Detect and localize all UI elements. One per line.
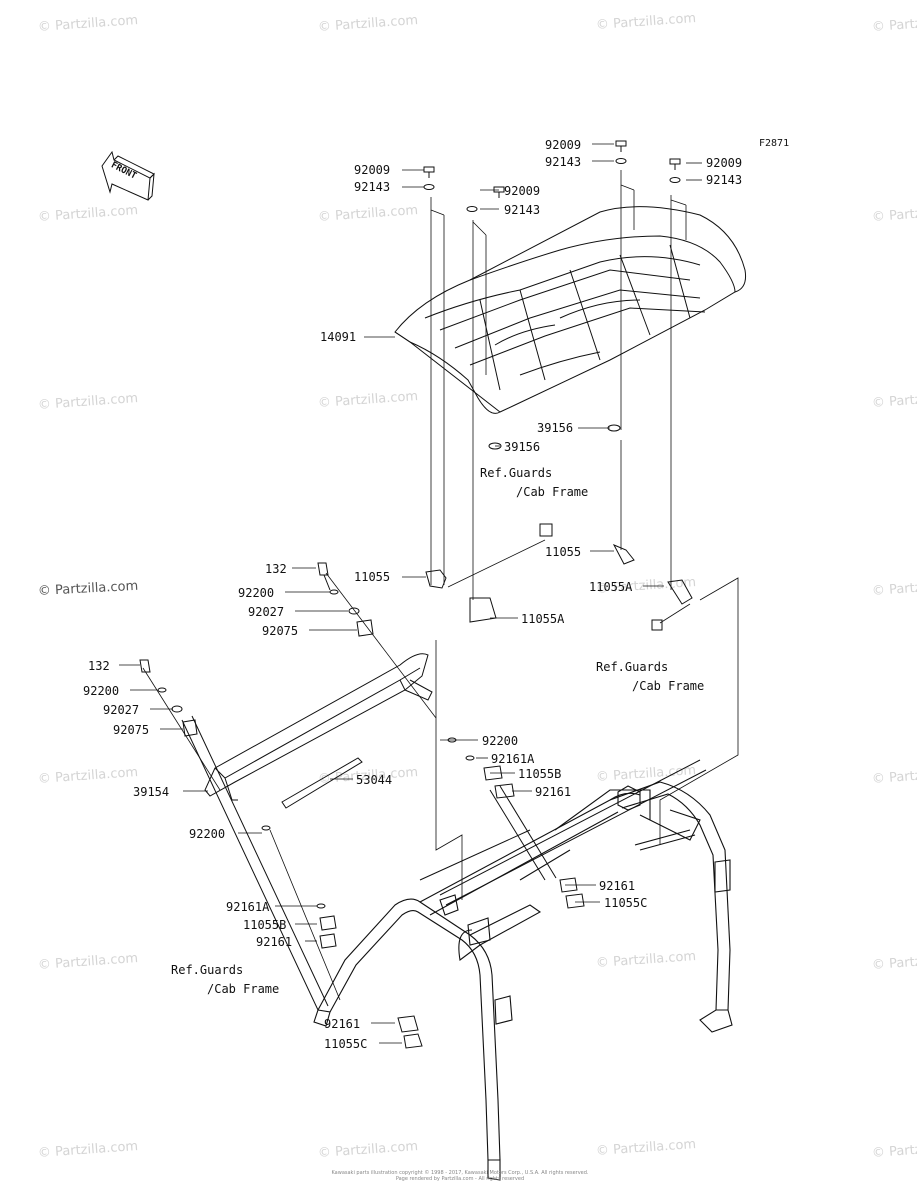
callout-92161[interactable]: 92161: [324, 1017, 361, 1031]
callout-92161[interactable]: 92161: [535, 785, 572, 799]
callout-11055c[interactable]: 11055C: [324, 1037, 368, 1051]
callout-11055a[interactable]: 11055A: [521, 612, 565, 626]
callout-11055b[interactable]: 11055B: [518, 767, 562, 781]
callout-92200[interactable]: 92200: [482, 734, 519, 748]
callout-92009[interactable]: 92009: [354, 163, 391, 177]
callout-92027[interactable]: 92027: [248, 605, 285, 619]
footer-line1: Kawasaki parts illustration copyright © …: [331, 1170, 589, 1176]
callout-92009[interactable]: 92009: [706, 156, 743, 170]
callout-92075[interactable]: 92075: [113, 723, 150, 737]
callout-92075[interactable]: 92075: [262, 624, 299, 638]
seal-strip: [281, 757, 363, 809]
callout-132[interactable]: 132: [88, 659, 110, 673]
cab-frame: [313, 781, 733, 1181]
support-bars: [181, 715, 707, 1011]
ref-line1: Ref.Guards: [480, 466, 553, 480]
front-arrow-icon: [101, 150, 155, 201]
callout-92161a[interactable]: 92161A: [491, 752, 535, 766]
ref-line2: /Cab Frame: [516, 485, 589, 499]
ref-line1: Ref.Guards: [171, 963, 244, 977]
callout-11055b[interactable]: 11055B: [243, 918, 287, 932]
callout-92143[interactable]: 92143: [354, 180, 391, 194]
callout-92161[interactable]: 92161: [256, 935, 293, 949]
leader-lines: [119, 143, 739, 1044]
ref-line1: Ref.Guards: [596, 660, 669, 674]
figure-code: F2871: [759, 138, 790, 149]
callout-92143[interactable]: 92143: [706, 173, 743, 187]
ref-line2: /Cab Frame: [632, 679, 705, 693]
footer-line2: Page rendered by Partzilla.com - All rig…: [395, 1176, 525, 1182]
callout-92009[interactable]: 92009: [504, 184, 541, 198]
callout-92027[interactable]: 92027: [103, 703, 140, 717]
ref-guards-cab-frame[interactable]: Ref.Guards /Cab Frame: [596, 658, 704, 696]
ref-guards-cab-frame[interactable]: Ref.Guards /Cab Frame: [480, 464, 588, 502]
callout-92161[interactable]: 92161: [599, 879, 636, 893]
callout-92200[interactable]: 92200: [238, 586, 275, 600]
callout-92161a[interactable]: 92161A: [226, 900, 270, 914]
callout-92143[interactable]: 92143: [545, 155, 582, 169]
callout-14091[interactable]: 14091: [320, 330, 357, 344]
callout-11055[interactable]: 11055: [354, 570, 391, 584]
callout-39156[interactable]: 39156: [537, 421, 574, 435]
callout-132[interactable]: 132: [265, 562, 287, 576]
callout-11055[interactable]: 11055: [545, 545, 582, 559]
ref-line2: /Cab Frame: [207, 982, 280, 996]
hardware: [139, 140, 693, 1049]
callout-92143[interactable]: 92143: [504, 203, 541, 217]
copyright-footer: Kawasaki parts illustration copyright © …: [310, 1170, 610, 1182]
callout-11055a[interactable]: 11055A: [589, 580, 633, 594]
callout-53044[interactable]: 53044: [356, 773, 393, 787]
ref-guards-cab-frame[interactable]: Ref.Guards /Cab Frame: [171, 961, 279, 999]
roof-panel: [394, 206, 746, 414]
visor-part: [204, 653, 433, 801]
callout-92200[interactable]: 92200: [189, 827, 226, 841]
callout-92009[interactable]: 92009: [545, 138, 582, 152]
callout-39154[interactable]: 39154: [133, 785, 170, 799]
callout-11055c[interactable]: 11055C: [604, 896, 648, 910]
callout-92200[interactable]: 92200: [83, 684, 120, 698]
callout-39156[interactable]: 39156: [504, 440, 541, 454]
